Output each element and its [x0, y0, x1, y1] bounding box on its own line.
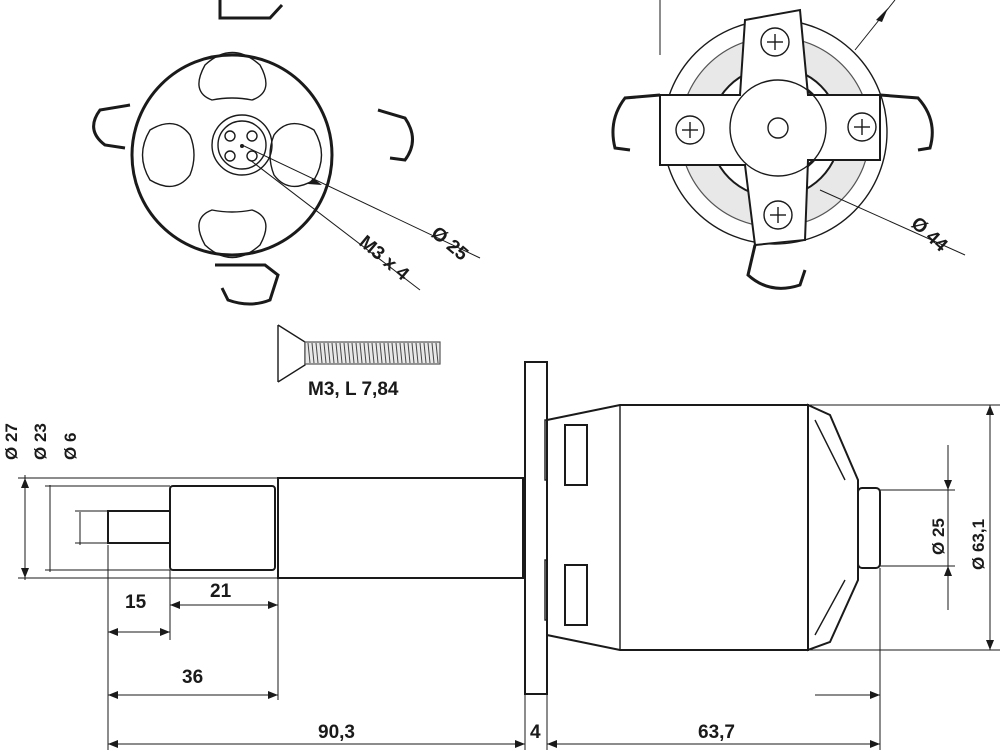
rear-leader-arrow	[876, 8, 888, 22]
dim-arrow	[108, 628, 118, 636]
phillips-screw-icon	[763, 200, 793, 230]
dim-27-label: Ø 27	[2, 423, 21, 460]
front-cutout-left	[141, 122, 195, 188]
rear-leader-top	[854, 0, 896, 51]
dim-4-label: 4	[530, 722, 541, 743]
dim-903-label: 90,3	[318, 722, 355, 743]
front-bore-diameter-label: Ø 25	[427, 223, 472, 266]
front-view: Ø 25 M3 x 4	[92, 0, 481, 306]
motor-bell-lines	[814, 419, 846, 636]
screw-head	[277, 324, 306, 383]
front-leader-arrow	[308, 178, 322, 185]
motor-vent-bottom	[564, 564, 588, 626]
rear-bearing-ring-overlay	[729, 79, 827, 177]
dim-36-label: 36	[182, 667, 203, 688]
front-thread-label: M3 x 4	[355, 232, 413, 286]
front-hub-inner	[217, 120, 267, 170]
front-screw-hole	[246, 130, 258, 142]
dim-arrow	[108, 691, 118, 699]
front-leader-m3	[249, 159, 421, 291]
rear-shaft-overlay	[767, 117, 789, 139]
motor-vent-top	[564, 424, 588, 486]
dim-arrow	[547, 740, 557, 748]
dim-arrow	[870, 691, 880, 699]
front-hook-left	[92, 103, 131, 150]
dim-arrow	[268, 691, 278, 699]
rear-view: Ø 44	[611, 0, 966, 290]
shaft-collar	[169, 485, 276, 571]
dim-arrow	[870, 740, 880, 748]
dim-arrow	[986, 405, 994, 415]
dim-arrow	[21, 478, 29, 488]
phillips-screw-icon	[760, 27, 790, 57]
mount-flange	[524, 361, 548, 695]
dim-arrow	[268, 601, 278, 609]
dim-21-label: 21	[210, 581, 232, 602]
front-hook-top	[218, 0, 284, 20]
front-screw-hole	[246, 150, 258, 162]
dim-6-label: Ø 6	[61, 433, 80, 460]
rear-hook-left	[611, 93, 661, 152]
dim-arrow	[944, 566, 952, 576]
motor-rear-hub	[857, 487, 881, 569]
dim-arrow	[986, 640, 994, 650]
dim-arrow	[170, 601, 180, 609]
dim-arrow	[515, 740, 525, 748]
screw-thread-lines	[307, 342, 439, 364]
dim-15-label: 15	[125, 592, 147, 613]
side-view: Ø 27 Ø 23 Ø 6 Ø 25 Ø 63,1	[2, 361, 1000, 750]
front-leader-25	[241, 144, 481, 259]
dim-r63-label: Ø 63,1	[969, 519, 988, 570]
front-screw-hole	[224, 130, 236, 142]
rear-body-diameter-label: Ø 44	[907, 213, 952, 256]
front-disc-outline	[130, 53, 334, 257]
dim-arrow	[160, 628, 170, 636]
shaft-tip	[107, 510, 171, 544]
front-cutout-bottom	[198, 209, 267, 259]
dim-arrow	[21, 568, 29, 578]
rear-cross-bracket	[659, 8, 881, 247]
phillips-screw-icon	[675, 115, 705, 145]
front-cutout-top	[198, 51, 267, 101]
dim-r25-label: Ø 25	[929, 518, 948, 555]
dim-637-label: 63,7	[698, 722, 735, 743]
dim-arrow	[944, 480, 952, 490]
phillips-screw-icon	[847, 112, 877, 142]
rear-hook-right	[879, 93, 934, 152]
shaft-sleeve	[277, 477, 524, 579]
dim-arrow	[108, 740, 118, 748]
screw-label: M3, L 7,84	[308, 379, 399, 400]
motor-rear-bell	[807, 403, 859, 652]
dim-23-label: Ø 23	[31, 423, 50, 460]
rear-hook-bottom	[746, 244, 807, 290]
front-hub-outer	[211, 114, 273, 176]
front-cutout-right	[269, 122, 323, 188]
front-hook-bottom	[215, 263, 280, 306]
rear-leader-44	[819, 189, 966, 256]
front-screw-hole	[224, 150, 236, 162]
front-hook-right	[377, 108, 414, 162]
screw: M3, L 7,84	[277, 324, 441, 400]
